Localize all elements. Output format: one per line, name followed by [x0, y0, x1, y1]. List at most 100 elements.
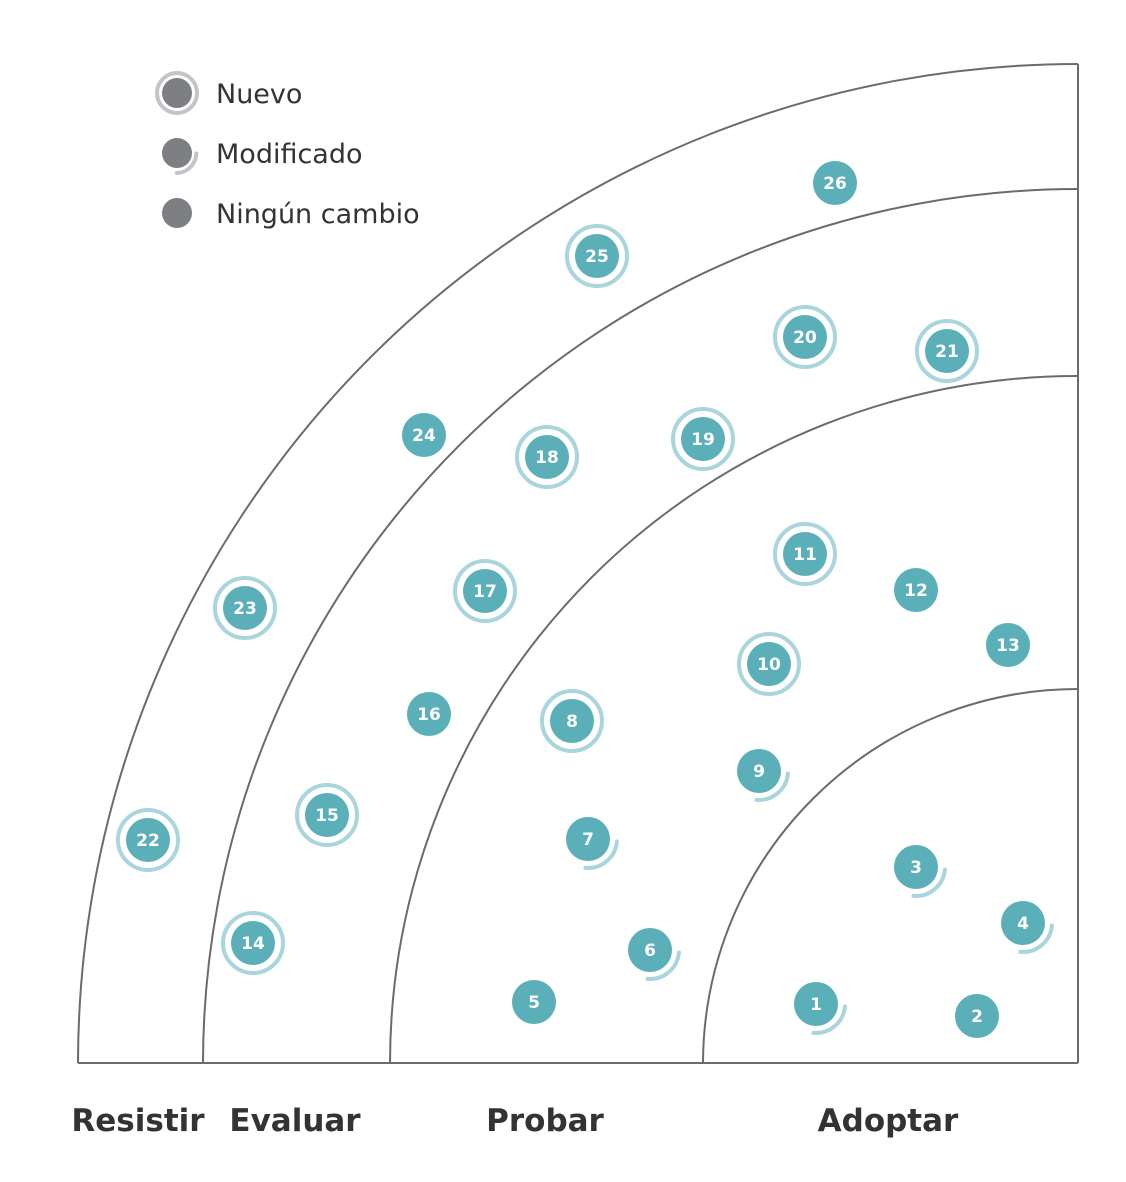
- legend-changed-dot-icon: [162, 138, 192, 168]
- blip-label: 19: [691, 430, 715, 450]
- blip-dot: [925, 329, 969, 373]
- blip-1: 1: [794, 982, 847, 1035]
- blip-22: 22: [116, 808, 180, 872]
- blip-11: 11: [773, 522, 837, 586]
- blip-24: 24: [402, 413, 446, 457]
- ring-labels: Resistir Evaluar Probar Adoptar: [71, 1103, 959, 1139]
- blip-label: 5: [528, 993, 540, 1013]
- blip-new-ring-icon: [116, 808, 180, 872]
- blip-13: 13: [986, 623, 1030, 667]
- blip-label: 3: [910, 858, 922, 878]
- blip-dot: [747, 642, 791, 686]
- blip-new-ring-icon: [295, 783, 359, 847]
- blip-changed-arc-icon: [583, 839, 619, 870]
- blip-dot: [737, 749, 781, 793]
- blip-new-ring-icon: [221, 911, 285, 975]
- blip-label: 26: [823, 174, 847, 194]
- blip-dot: [813, 161, 857, 205]
- blip-dot: [575, 234, 619, 278]
- blip-label: 12: [904, 581, 928, 601]
- blip-dot: [1001, 901, 1045, 945]
- blip-label: 11: [793, 545, 817, 565]
- blip-label: 23: [233, 599, 257, 619]
- blip-26: 26: [813, 161, 857, 205]
- blip-changed-arc-icon: [1018, 923, 1054, 954]
- blip-label: 16: [417, 705, 441, 725]
- blip-new-ring-icon: [515, 425, 579, 489]
- blip-dot: [407, 692, 451, 736]
- blip-changed-arc-icon: [811, 1004, 847, 1035]
- blip-changed-arc-icon: [645, 950, 681, 981]
- blip-16: 16: [407, 692, 451, 736]
- blip-new-ring-icon: [773, 305, 837, 369]
- blip-label: 22: [136, 831, 160, 851]
- blip-label: 4: [1017, 914, 1029, 934]
- blip-23: 23: [213, 576, 277, 640]
- legend-new-ring-icon: [155, 71, 199, 115]
- blip-14: 14: [221, 911, 285, 975]
- blip-label: 13: [996, 636, 1020, 656]
- blip-dot: [231, 921, 275, 965]
- blip-new-ring-icon: [213, 576, 277, 640]
- blip-25: 25: [565, 224, 629, 288]
- blip-dot: [566, 817, 610, 861]
- blip-4: 4: [1001, 901, 1054, 954]
- blip-17: 17: [453, 559, 517, 623]
- blip-dot: [894, 568, 938, 612]
- blip-3: 3: [894, 845, 947, 898]
- radar-arcs: [77, 63, 1079, 1064]
- ring-boundary-resist: [77, 63, 1079, 1064]
- blip-dot: [463, 569, 507, 613]
- blip-new-ring-icon: [453, 559, 517, 623]
- blip-label: 14: [241, 934, 265, 954]
- legend-item-nochange: Ningún cambio: [162, 198, 420, 230]
- ring-label-trial: Probar: [486, 1103, 604, 1139]
- blip-label: 1: [810, 995, 822, 1015]
- blip-18: 18: [515, 425, 579, 489]
- blip-dot: [305, 793, 349, 837]
- ring-label-resist: Resistir: [71, 1103, 205, 1139]
- blip-label: 7: [582, 830, 594, 850]
- blip-10: 10: [737, 632, 801, 696]
- blip-new-ring-icon: [915, 319, 979, 383]
- blip-8: 8: [540, 689, 604, 753]
- blip-label: 6: [644, 941, 656, 961]
- ring-boundary-evaluate: [202, 188, 1079, 1064]
- blip-dot: [955, 994, 999, 1038]
- blip-label: 15: [315, 806, 339, 826]
- legend-new-label: Nuevo: [216, 79, 302, 110]
- blip-label: 24: [412, 426, 436, 446]
- blip-new-ring-icon: [737, 632, 801, 696]
- blip-dot: [550, 699, 594, 743]
- blip-changed-arc-icon: [911, 867, 947, 898]
- blip-dot: [783, 532, 827, 576]
- blip-dot: [783, 315, 827, 359]
- legend-changed-arc-icon: [174, 151, 199, 175]
- blip-5: 5: [512, 980, 556, 1024]
- blip-new-ring-icon: [540, 689, 604, 753]
- blip-dot: [894, 845, 938, 889]
- ring-label-adopt: Adoptar: [818, 1103, 959, 1139]
- blip-label: 10: [757, 655, 781, 675]
- blips: 1234567891011121314151617181920212223242…: [116, 161, 1054, 1038]
- blip-dot: [628, 928, 672, 972]
- legend-nochange-label: Ningún cambio: [216, 199, 420, 230]
- legend: Nuevo Modificado Ningún cambio: [155, 71, 420, 230]
- blip-label: 8: [566, 712, 578, 732]
- blip-label: 18: [535, 448, 559, 468]
- blip-label: 21: [935, 342, 959, 362]
- legend-new-dot-icon: [162, 78, 192, 108]
- blip-dot: [402, 413, 446, 457]
- blip-new-ring-icon: [565, 224, 629, 288]
- blip-dot: [223, 586, 267, 630]
- blip-new-ring-icon: [671, 407, 735, 471]
- blip-dot: [126, 818, 170, 862]
- blip-label: 9: [753, 762, 765, 782]
- ring-boundary-trial: [389, 375, 1079, 1064]
- blip-dot: [794, 982, 838, 1026]
- blip-dot: [525, 435, 569, 479]
- blip-15: 15: [295, 783, 359, 847]
- blip-20: 20: [773, 305, 837, 369]
- ring-boundary-adopt: [702, 688, 1079, 1064]
